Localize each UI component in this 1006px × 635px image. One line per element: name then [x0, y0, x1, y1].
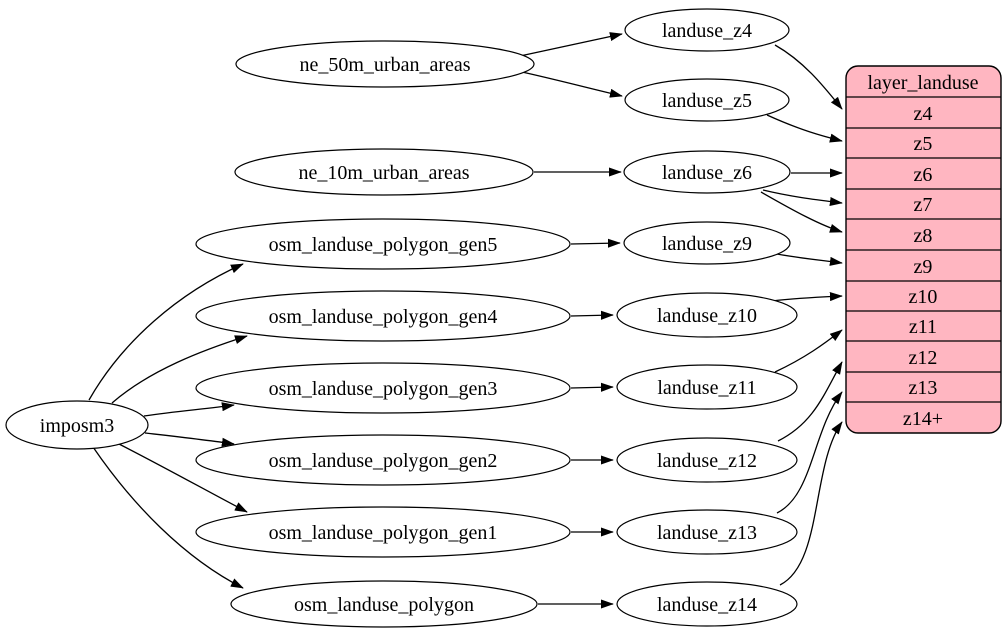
node-osm-landuse-polygon-gen1-shape	[195, 506, 571, 558]
node-landuse-z9: landuse_z9	[623, 221, 791, 265]
table-title: layer_landuse	[867, 72, 978, 94]
edge-imposm3-osm-landuse-polygon	[92, 446, 244, 589]
edge-osm-landuse-polygon-gen3-landuse-z11	[570, 382, 614, 392]
node-osm-landuse-polygon-gen5-label: osm_landuse_polygon_gen5	[269, 234, 498, 256]
node-osm-landuse-polygon-gen4-shape	[195, 290, 571, 342]
node-ne-50m-urban-areas-shape	[235, 40, 535, 88]
edge-landuse-z5-layer-landuse-z5	[766, 114, 843, 143]
node-imposm3-label: imposm3	[40, 415, 114, 437]
node-osm-landuse-polygon-gen5-shape	[195, 218, 571, 270]
node-landuse-z14: landuse_z14	[616, 581, 798, 627]
node-landuse-z9-label: landuse_z9	[662, 233, 752, 255]
node-landuse-z12-label: landuse_z12	[657, 450, 757, 472]
node-landuse-z5-shape	[624, 78, 790, 122]
node-landuse-z12-shape	[616, 437, 798, 483]
node-imposm3: imposm3	[5, 400, 149, 450]
node-osm-landuse-polygon-gen2-label: osm_landuse_polygon_gen2	[269, 450, 498, 472]
node-landuse-z4-label: landuse_z4	[662, 20, 752, 42]
edge-landuse-z10-layer-landuse-z10	[771, 292, 843, 302]
node-ne-50m-urban-areas-label: ne_50m_urban_areas	[299, 54, 470, 76]
node-ne-10m-urban-areas-label: ne_10m_urban_areas	[298, 162, 469, 184]
edge-imposm3-osm-landuse-polygon-gen1	[118, 443, 248, 513]
node-osm-landuse-polygon-gen1-label: osm_landuse_polygon_gen1	[269, 522, 498, 544]
node-landuse-z5: landuse_z5	[624, 78, 790, 122]
node-landuse-z6: landuse_z6	[623, 150, 791, 194]
node-landuse-z13: landuse_z13	[616, 509, 798, 555]
node-landuse-z12: landuse_z12	[616, 437, 798, 483]
table-row-label-z13: z13	[909, 377, 938, 399]
node-landuse-z10-label: landuse_z10	[657, 305, 757, 327]
table-layer-landuse: layer_landuse z4 z5 z6 z7 z8 z9 z10 z11 …	[845, 65, 1002, 434]
node-landuse-z11-label: landuse_z11	[657, 377, 756, 399]
node-landuse-z14-shape	[616, 581, 798, 627]
edge-imposm3-osm-landuse-polygon-gen2	[144, 432, 235, 447]
edge-ne-50m-urban-areas-landuse-z5	[521, 71, 623, 98]
table-row-label-z6: z6	[914, 164, 933, 186]
edge-osm-landuse-polygon-gen5-landuse-z9	[570, 238, 621, 248]
node-landuse-z14-label: landuse_z14	[657, 594, 757, 616]
edge-osm-landuse-polygon-gen4-landuse-z10	[570, 310, 614, 320]
node-landuse-z10: landuse_z10	[616, 292, 798, 338]
node-osm-landuse-polygon-gen1: osm_landuse_polygon_gen1	[195, 506, 571, 558]
node-osm-landuse-polygon-shape	[230, 580, 538, 628]
node-landuse-z5-label: landuse_z5	[662, 90, 752, 112]
node-osm-landuse-polygon-label: osm_landuse_polygon	[294, 594, 474, 616]
node-landuse-z6-shape	[623, 150, 791, 194]
edge-landuse-z6-layer-landuse-z7	[762, 189, 843, 207]
node-landuse-z6-label: landuse_z6	[662, 162, 752, 184]
edge-imposm3-osm-landuse-polygon-gen4	[111, 335, 248, 404]
edge-landuse-z11-layer-landuse-z11	[774, 329, 843, 373]
table-row-label-z4: z4	[914, 103, 933, 125]
node-osm-landuse-polygon: osm_landuse_polygon	[230, 580, 538, 628]
node-osm-landuse-polygon-gen5: osm_landuse_polygon_gen5	[195, 218, 571, 270]
table-row-label-z5: z5	[914, 133, 933, 155]
node-ne-50m-urban-areas: ne_50m_urban_areas	[235, 40, 535, 88]
table-row-label-z8: z8	[914, 225, 933, 247]
table-row-label-z11: z11	[909, 316, 937, 338]
node-landuse-z13-shape	[616, 509, 798, 555]
edge-landuse-z6-layer-landuse-z8	[760, 191, 843, 233]
edge-imposm3-osm-landuse-polygon-gen3	[143, 402, 235, 417]
node-landuse-z13-label: landuse_z13	[657, 522, 757, 544]
node-osm-landuse-polygon-gen4: osm_landuse_polygon_gen4	[195, 290, 571, 342]
edge-landuse-z14-layer-landuse-z14plus	[779, 421, 843, 586]
edge-landuse-z13-layer-landuse-z13	[776, 391, 843, 514]
node-osm-landuse-polygon-gen2-shape	[195, 434, 571, 486]
node-osm-landuse-polygon-gen3: osm_landuse_polygon_gen3	[195, 362, 571, 414]
edge-ne-50m-urban-areas-landuse-z4	[519, 32, 623, 57]
edge-landuse-z12-layer-landuse-z12	[777, 361, 843, 442]
edge-imposm3-osm-landuse-polygon-gen5	[88, 263, 244, 401]
node-landuse-z4-shape	[624, 8, 790, 52]
node-landuse-z11-shape	[616, 364, 798, 410]
node-ne-10m-urban-areas: ne_10m_urban_areas	[234, 148, 534, 196]
node-imposm3-shape	[5, 400, 149, 450]
node-osm-landuse-polygon-gen3-shape	[195, 362, 571, 414]
node-landuse-z9-shape	[623, 221, 791, 265]
table-row-label-z10: z10	[909, 286, 938, 308]
node-osm-landuse-polygon-gen2: osm_landuse_polygon_gen2	[195, 434, 571, 486]
node-osm-landuse-polygon-gen4-label: osm_landuse_polygon_gen4	[269, 306, 498, 328]
table-row-label-z12: z12	[909, 347, 938, 369]
node-landuse-z11: landuse_z11	[616, 364, 798, 410]
node-landuse-z10-shape	[616, 292, 798, 338]
table-row-label-z9: z9	[914, 256, 933, 278]
node-landuse-z4: landuse_z4	[624, 8, 790, 52]
node-ne-10m-urban-areas-shape	[234, 148, 534, 196]
table-row-label-z7: z7	[914, 194, 933, 216]
node-osm-landuse-polygon-gen3-label: osm_landuse_polygon_gen3	[269, 378, 498, 400]
table-row-label-z14plus: z14+	[903, 408, 943, 430]
edge-landuse-z4-layer-landuse-z4	[774, 44, 843, 110]
